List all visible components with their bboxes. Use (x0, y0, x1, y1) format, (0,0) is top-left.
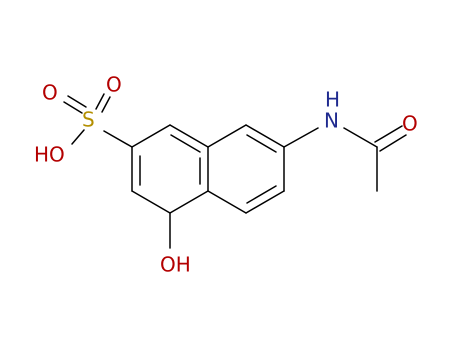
phenol-group: OH (160, 212, 191, 277)
carbonyl-oxygen: O (402, 112, 418, 136)
sulfur-to-oxygen-left-a (63, 101, 83, 114)
bond-c4-c5 (131, 190, 171, 214)
bond-c6-c1 (131, 124, 171, 148)
bond-nitrogen-to-carbonyl-carbon (343, 127, 378, 148)
bond-c3-c4 (169, 190, 209, 214)
bond-ring-to-sulfur (103, 130, 133, 148)
bond-c9-c10 (245, 190, 285, 214)
inner-double-bond-top (170, 134, 201, 153)
left-aromatic-ring (131, 124, 209, 214)
sulfonyl-oxygen-right: O (106, 73, 122, 97)
inner-double-bond-upper-right (246, 134, 277, 153)
sulfur-to-oxygen-left-b (67, 95, 87, 108)
phenol-hydroxyl: OH (160, 253, 191, 277)
inner-double-bond-lower-right (246, 185, 277, 204)
bond-c2-c7 (207, 124, 247, 148)
amide-nitrogen: N (324, 109, 339, 133)
carbonyl-double-bond-b (379, 134, 407, 152)
carbonyl-double-bond-a (374, 125, 403, 143)
bond-c10-c3 (207, 190, 247, 214)
sulfonyl-oxygen-left: O (42, 81, 58, 105)
sulfur-to-hydroxyl (71, 129, 85, 145)
right-aromatic-ring (207, 124, 285, 214)
sulfonic-acid-group: O O S HO (34, 73, 133, 167)
bond-c7-c8 (245, 124, 285, 148)
amide-hydrogen: H (325, 88, 340, 112)
acetamide-group: H N O (283, 88, 418, 192)
sulfur-to-oxygen-right-a (95, 93, 105, 110)
sulfur-atom: S (82, 108, 95, 132)
bond-c1-c2 (169, 124, 209, 148)
sulfonic-hydroxyl: HO (34, 143, 65, 167)
sulfur-to-oxygen-right-b (101, 96, 111, 113)
bond-ring-to-nitrogen (283, 127, 319, 148)
